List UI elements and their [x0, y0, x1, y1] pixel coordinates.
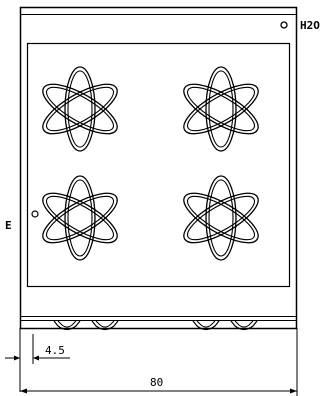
side-hole-icon [31, 210, 39, 218]
cooking-surface [26, 42, 291, 288]
water-inlet-icon [280, 21, 288, 29]
offset-dimension-label: 4.5 [45, 344, 65, 357]
side-marker-label: E [5, 219, 12, 232]
burner-icon [35, 175, 125, 261]
width-dimension-label: 80 [150, 376, 163, 389]
burner-icon [176, 175, 266, 261]
offset-dimension: 4.5 [5, 328, 70, 392]
burner-icon [176, 66, 266, 152]
cooktop-body [19, 6, 298, 330]
width-dimension: 80 [20, 328, 298, 396]
water-inlet-label: H2O [300, 19, 320, 32]
burner-icon [35, 66, 125, 152]
